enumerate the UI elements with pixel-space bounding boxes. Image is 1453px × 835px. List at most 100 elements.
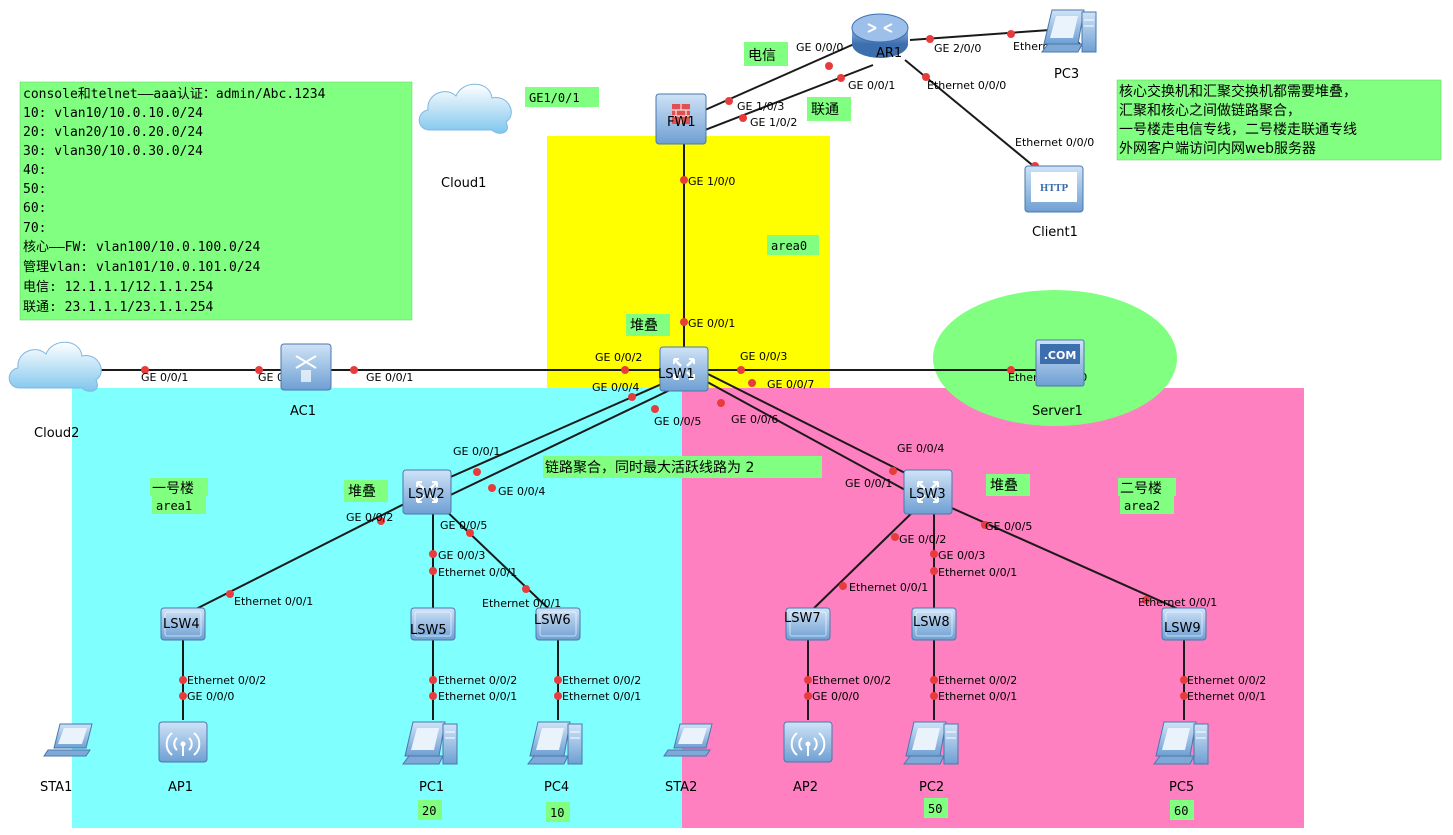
port-label: Ethernet 0/0/2 [562, 674, 641, 687]
port-label: GE 0/0/1 [141, 371, 188, 384]
cloud2-icon[interactable] [8, 341, 102, 392]
tag-stack-lsw2: 堆叠 [344, 480, 388, 502]
node-label: Cloud1 [441, 176, 486, 191]
ap1-icon[interactable] [158, 721, 208, 763]
node-label: LSW7 [784, 611, 821, 626]
router-ar1[interactable] [851, 13, 909, 58]
link-fw1-ar1-telecom [704, 36, 871, 111]
port-label: GE 1/0/3 [737, 100, 784, 113]
port-label: Ethernet 0/0/1 [938, 566, 1017, 579]
firewall-fw1[interactable] [655, 93, 707, 145]
svg-text:联通: 联通 [811, 102, 839, 118]
node-label: Server1 [1032, 404, 1083, 419]
port-labels: GE 0/0/0 GE 0/0/1 GE 2/0/0 Ethernet 0/0/… [141, 40, 1266, 703]
config-note-line: 70: [23, 221, 46, 236]
node-label: PC5 [1169, 780, 1194, 795]
port-label: Ethernet 0/0/2 [187, 674, 266, 687]
port-label: GE 0/0/2 [346, 511, 393, 524]
port-label: Ethernet 0/0/2 [812, 674, 891, 687]
port-label: Ethernet 0/0/2 [1187, 674, 1266, 687]
port-label: Ethernet 0/0/1 [234, 595, 313, 608]
tag-link-agg: 链路聚合，同时最大活跃线路为 2 [543, 456, 822, 478]
port-label: GE 0/0/1 [453, 445, 500, 458]
node-label: LSW8 [913, 615, 950, 630]
svg-text:链路聚合，同时最大活跃线路为 2: 链路聚合，同时最大活跃线路为 2 [545, 460, 754, 476]
port-label: Ethernet 0/0/2 [438, 674, 517, 687]
requirement-note-line: 一号楼走电信专线，二号楼走联通专线 [1119, 122, 1357, 138]
config-note-line: 核心——FW: vlan100/10.0.100.0/24 [23, 240, 260, 255]
client1-icon[interactable]: HTTP [1024, 165, 1084, 213]
tag-vlan-pc2: 50 [924, 798, 948, 818]
node-label: STA2 [665, 780, 697, 795]
svg-text:堆叠: 堆叠 [348, 484, 376, 500]
pc1-icon[interactable] [402, 721, 458, 765]
svg-text:area1: area1 [156, 499, 192, 513]
node-label: PC1 [419, 780, 444, 795]
link-lsw1-lsw2-a [429, 382, 665, 487]
port-label: Ethernet 0/0/0 [927, 79, 1006, 92]
cloud1-icon[interactable] [418, 83, 512, 134]
port-label: Ethernet 0/0/1 [1187, 690, 1266, 703]
node-label: LSW4 [163, 617, 200, 632]
pc2-icon[interactable] [903, 721, 959, 765]
link-lsw2-lsw6 [439, 504, 553, 613]
tag-vlan-pc5: 60 [1170, 800, 1194, 820]
node-label: PC2 [919, 780, 944, 795]
config-note-line: 管理vlan: vlan101/10.0.101.0/24 [23, 260, 260, 275]
pc4-icon[interactable] [527, 721, 583, 765]
svg-text:10: 10 [550, 806, 564, 820]
node-label: Cloud2 [34, 426, 79, 441]
port-label: GE 0/0/2 [899, 533, 946, 546]
config-note-line: 20: vlan20/10.0.20.0/24 [23, 125, 203, 140]
svg-text:堆叠: 堆叠 [630, 318, 658, 334]
requirement-note-line: 汇聚和核心之间做链路聚合， [1119, 103, 1301, 119]
config-note-line: 60: [23, 201, 46, 216]
svg-text:area2: area2 [1124, 499, 1160, 513]
config-note-line: 联通: 23.1.1.1/23.1.1.254 [23, 300, 214, 315]
port-label: GE 0/0/4 [498, 485, 545, 498]
port-label: GE 0/0/3 [438, 549, 485, 562]
port-label: GE 1/0/0 [688, 175, 735, 188]
link-lsw1-lsw3-a [699, 369, 926, 484]
tag-unicom: 联通 [807, 97, 851, 121]
node-label: AP2 [793, 780, 818, 795]
link-lsw3-lsw7 [809, 504, 921, 613]
config-note-line: 30: vlan30/10.0.30.0/24 [23, 144, 203, 159]
svg-text:二号楼: 二号楼 [1120, 481, 1162, 497]
ap2-icon[interactable] [783, 721, 833, 763]
pc5-icon[interactable] [1153, 721, 1209, 765]
port-label: GE 0/0/3 [740, 350, 787, 363]
port-label: GE 0/0/5 [654, 415, 701, 428]
svg-text:GE1/0/1: GE1/0/1 [529, 91, 580, 105]
server1-icon[interactable]: .COM [1035, 339, 1085, 387]
node-label: LSW1 [658, 367, 695, 382]
port-label: GE 0/0/5 [985, 520, 1032, 533]
port-label: Ethernet 0/0/2 [938, 674, 1017, 687]
link-lsw1-lsw3-b [699, 377, 919, 498]
port-label: Ethernet 0/0/1 [849, 581, 928, 594]
tag-stack-lsw1: 堆叠 [626, 314, 670, 336]
node-label: PC3 [1054, 67, 1079, 82]
tag-vlan-pc1: 20 [418, 800, 442, 820]
port-label: GE 0/0/1 [845, 477, 892, 490]
node-label: AR1 [876, 46, 902, 61]
svg-text:电信: 电信 [748, 48, 776, 64]
config-note-line: console和telnet——aaa认证：admin/Abc.1234 [23, 87, 326, 102]
config-note: console和telnet——aaa认证：admin/Abc.1234 10:… [19, 81, 413, 321]
area0-zone [547, 136, 830, 388]
pc3-icon[interactable] [1041, 9, 1097, 53]
svg-text:一号楼: 一号楼 [152, 481, 194, 497]
requirement-note-line: 外网客户端访问内网web服务器 [1119, 140, 1316, 157]
node-label: LSW3 [909, 487, 946, 502]
tag-area1: area1 [152, 496, 206, 514]
config-note-line: 10: vlan10/10.0.10.0/24 [23, 106, 203, 121]
port-label: Ethernet 0/0/1 [562, 690, 641, 703]
ac1-icon[interactable] [280, 343, 332, 391]
port-label: GE 2/0/0 [934, 42, 981, 55]
link-lsw1-lsw2-b [439, 389, 671, 501]
sta1-laptop-icon[interactable] [43, 723, 93, 757]
node-label: LSW6 [534, 613, 571, 628]
port-label: GE 0/0/0 [187, 690, 234, 703]
node-label: LSW2 [408, 487, 445, 502]
